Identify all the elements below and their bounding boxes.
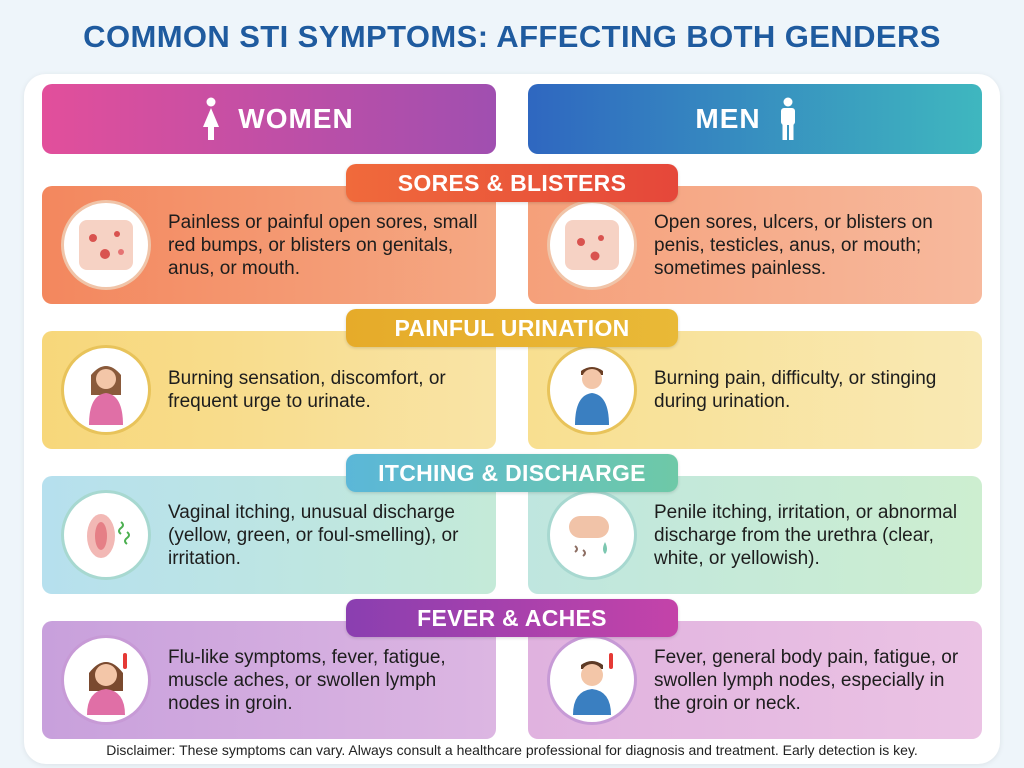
itching-icon [64, 493, 148, 577]
disclaimer-text: Disclaimer: These symptoms can vary. Alw… [106, 742, 918, 758]
symptom-text: Vaginal itching, unusual discharge (yell… [168, 501, 459, 569]
women-symptom-card: Burning sensation, discomfort, or freque… [42, 331, 496, 449]
women-header-label: WOMEN [238, 103, 354, 134]
symptom-text: Painless or painful open sores, small re… [168, 211, 478, 279]
symptom-text: Fever, general body pain, fatigue, or sw… [654, 646, 959, 714]
symptom-text: Penile itching, irritation, or abnormal … [654, 501, 958, 569]
row-painful-urination: PAINFUL URINATION Burning sensation, dis… [24, 309, 1000, 449]
infographic-card: WOMEN MEN SORES & BLISTERS Painless or [24, 74, 1000, 764]
skin-sores-icon [64, 203, 148, 287]
itching-icon [550, 493, 634, 577]
women-header: WOMEN [42, 84, 496, 154]
women-symptom-card: Painless or painful open sores, small re… [42, 186, 496, 304]
category-pill: FEVER & ACHES [346, 599, 678, 637]
men-symptom-card: Penile itching, irritation, or abnormal … [528, 476, 982, 594]
row-fever-aches: FEVER & ACHES Flu-like symptoms, fever, … [24, 599, 1000, 739]
skin-sores-icon [550, 203, 634, 287]
women-symptom-card: Flu-like symptoms, fever, fatigue, muscl… [42, 621, 496, 739]
row-itching-discharge: ITCHING & DISCHARGE Vaginal itching, unu… [24, 454, 1000, 594]
men-symptom-card: Open sores, ulcers, or blisters on penis… [528, 186, 982, 304]
person-discomfort-icon [64, 348, 148, 432]
category-pill: SORES & BLISTERS [346, 164, 678, 202]
fever-thermometer-icon [64, 638, 148, 722]
men-header-label: MEN [695, 103, 761, 134]
symptom-text: Flu-like symptoms, fever, fatigue, muscl… [168, 646, 446, 714]
female-figure-icon [203, 97, 220, 140]
page-title: COMMON STI SYMPTOMS: AFFECTING BOTH GEND… [83, 19, 941, 54]
symptom-text: Burning sensation, discomfort, or freque… [168, 368, 446, 412]
person-discomfort-icon [550, 348, 634, 432]
male-figure-icon [780, 97, 795, 140]
row-sores-blisters: SORES & BLISTERS Painless or painful ope… [24, 164, 1000, 304]
men-symptom-card: Burning pain, difficulty, or stinging du… [528, 331, 982, 449]
category-pill: ITCHING & DISCHARGE [346, 454, 678, 492]
men-header: MEN [528, 84, 982, 154]
symptom-text: Open sores, ulcers, or blisters on penis… [654, 211, 933, 279]
fever-thermometer-icon [550, 638, 634, 722]
symptom-text: Burning pain, difficulty, or stinging du… [654, 368, 937, 412]
category-pill: PAINFUL URINATION [346, 309, 678, 347]
men-symptom-card: Fever, general body pain, fatigue, or sw… [528, 621, 982, 739]
women-symptom-card: Vaginal itching, unusual discharge (yell… [42, 476, 496, 594]
